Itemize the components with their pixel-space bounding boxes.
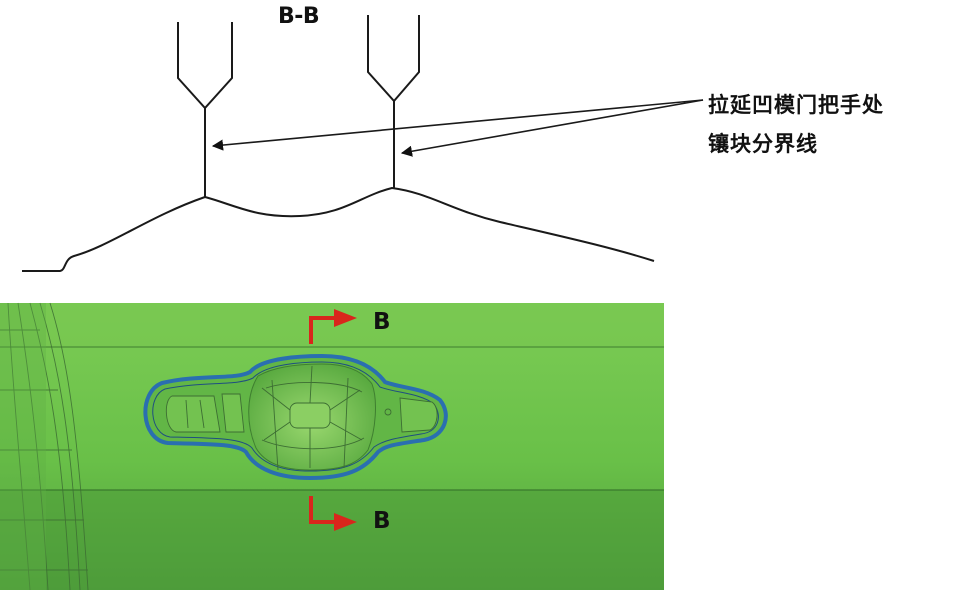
section-profile	[22, 15, 704, 272]
callout-line-1: 拉延凹模门把手处	[708, 93, 884, 117]
cut-arrow-top	[309, 309, 357, 344]
panel-3d-view	[0, 302, 664, 591]
leader-arrow-left	[211, 99, 704, 151]
section-title: B-B	[278, 4, 320, 29]
callout-line-2: 镶块分界线	[708, 132, 818, 156]
cut-arrow-bottom	[309, 496, 357, 531]
cut-label-bottom: B	[373, 508, 391, 534]
panel-profile-curve	[22, 186, 655, 272]
left-boundary-punch	[177, 22, 233, 110]
leader-arrow-right	[400, 99, 704, 157]
cut-label-top: B	[373, 309, 391, 335]
right-boundary-punch	[367, 15, 420, 103]
